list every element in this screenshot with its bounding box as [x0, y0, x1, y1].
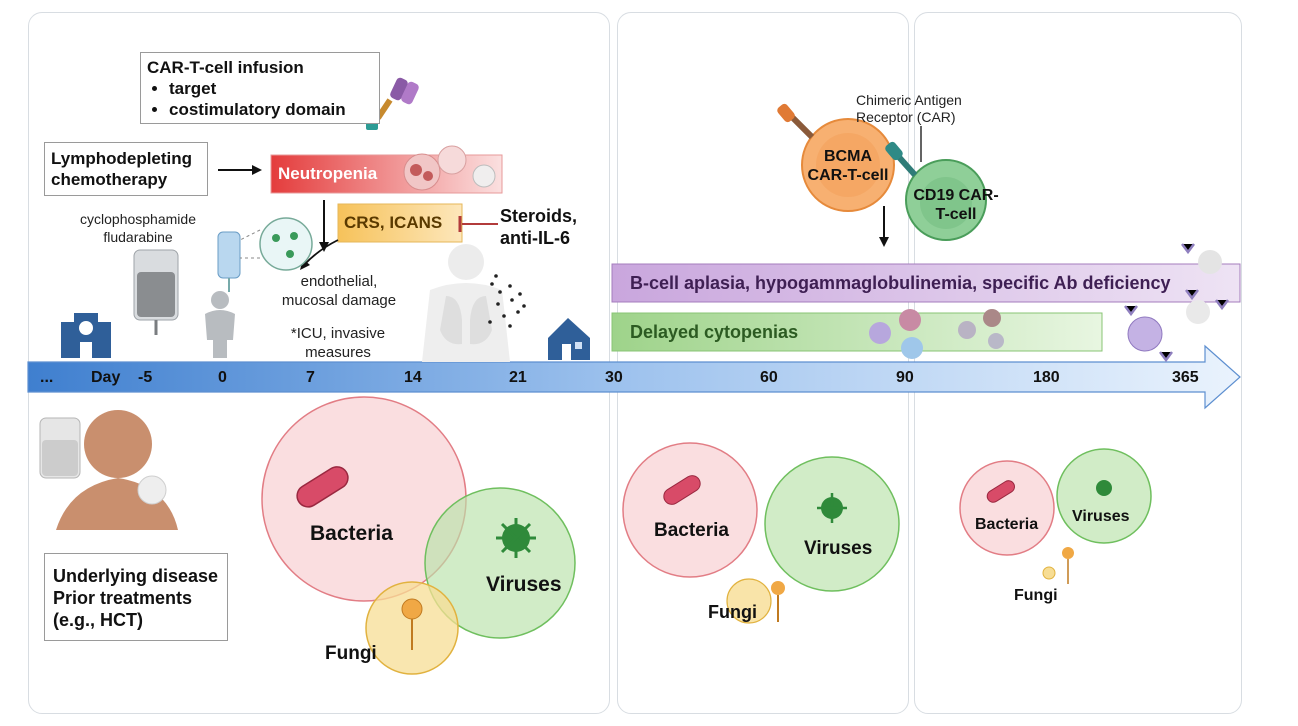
- virus-circle-p1: [424, 487, 576, 639]
- bacteria-label-p3: Bacteria: [975, 516, 1039, 533]
- tick-14: 14: [404, 369, 422, 386]
- bacteria-circle-p3: [959, 460, 1055, 556]
- tick-30: 30: [605, 369, 623, 386]
- tick-365: 365: [1172, 369, 1199, 386]
- bcell-band-shape: [611, 263, 1241, 303]
- lymphodepleting-box: Lymphodepleting chemotherapy: [44, 142, 208, 196]
- infusion-bullet-costim: costimulatory domain: [169, 99, 379, 120]
- fungi-circle-p3: [1042, 566, 1056, 580]
- fungi-circle-p2: [726, 578, 772, 624]
- tick-180: 180: [1033, 369, 1060, 386]
- tick-ellipsis: ...: [40, 369, 54, 386]
- infusion-bullet-target: target: [169, 78, 379, 99]
- bcma-car-t-label: BCMA CAR-T-cell: [807, 148, 889, 184]
- underlying-disease-box: Underlying disease Prior treatments (e.g…: [44, 553, 228, 641]
- bacteria-label-p2: Bacteria: [654, 520, 729, 541]
- car-t-infusion-box: CAR-T-cell infusion target costimulatory…: [140, 52, 380, 124]
- bacteria-circle-p2: [622, 442, 758, 578]
- bacteria-label-p1: Bacteria: [310, 522, 393, 545]
- car-label: Chimeric Antigen Receptor (CAR): [856, 92, 962, 125]
- fungi-label-p3: Fungi: [1014, 587, 1058, 604]
- neutropenia-label: Neutropenia: [278, 164, 378, 183]
- steroids-label: Steroids, anti-IL-6: [500, 206, 578, 248]
- crs-band: [337, 203, 463, 243]
- endothelial-label: endothelial, mucosal damage: [281, 273, 397, 309]
- delayed-cytopenias-label: Delayed cytopenias: [630, 322, 799, 342]
- car-t-infusion-title: CAR-T-cell infusion: [147, 58, 304, 77]
- cd19-car-t-label: CD19 CAR- T-cell: [913, 187, 999, 223]
- tick-7: 7: [306, 369, 315, 386]
- tick-60: 60: [760, 369, 778, 386]
- fungi-label-p2: Fungi: [708, 602, 757, 622]
- viruses-label-p1: Viruses: [486, 573, 562, 596]
- tick-90: 90: [896, 369, 914, 386]
- tick-0: 0: [218, 369, 227, 386]
- viruses-label-p2: Viruses: [804, 538, 873, 559]
- tick-21: 21: [509, 369, 527, 386]
- cytopenia-band-shape: [611, 312, 1103, 352]
- chemo-drugs: cyclophosphamide fludarabine: [80, 211, 196, 245]
- icu-label: *ICU, invasive measures: [290, 325, 386, 361]
- fungi-label-p1: Fungi: [325, 643, 377, 664]
- crs-icans-label: CRS, ICANS: [344, 213, 443, 232]
- house-icon: [548, 318, 590, 360]
- viruses-label-p3: Viruses: [1072, 508, 1130, 525]
- tick-day-label: Day: [91, 369, 121, 386]
- bcell-aplasia-label: B-cell aplasia, hypogammaglobulinemia, s…: [630, 273, 1171, 293]
- tick-minus5: -5: [138, 369, 153, 386]
- timeline-arrow: [27, 344, 1241, 410]
- virus-circle-p2: [764, 456, 900, 592]
